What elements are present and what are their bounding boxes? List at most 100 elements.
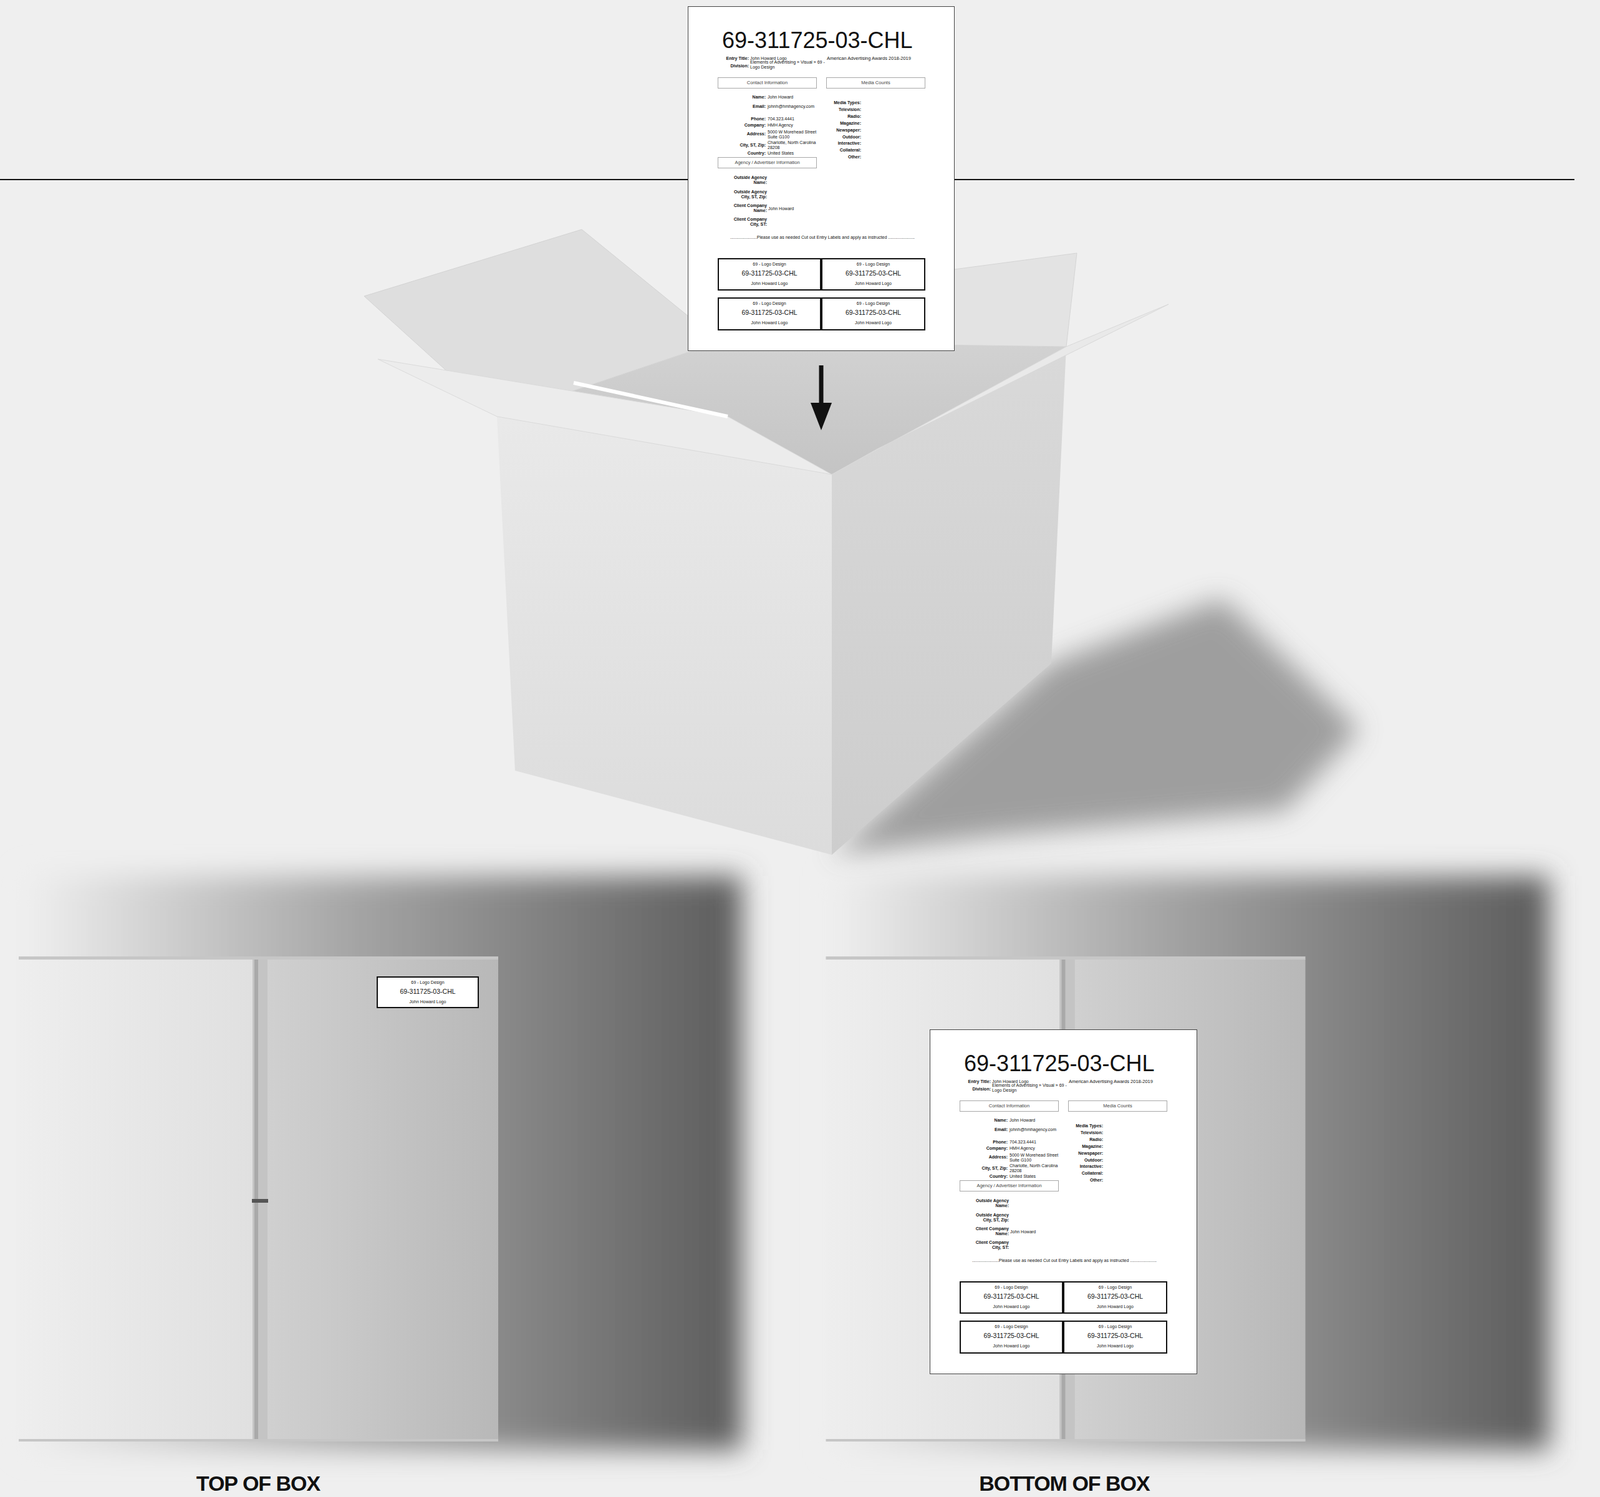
form-text: Division: (694, 63, 749, 69)
label-text: 69-311725-03-CHL (718, 308, 820, 317)
form-text: Client Company Name: (724, 203, 767, 214)
section-header-box: Media Counts (1068, 1100, 1168, 1112)
label-text: John Howard Logo (1064, 1304, 1167, 1310)
label-text: 69-311725-03-CHL (1064, 1331, 1167, 1340)
form-text: Charlotte, North Carolina 28208 (767, 140, 821, 151)
caption: BOTTOM OF BOX (939, 1471, 1190, 1496)
label-text: 69-311725-03-CHL (822, 308, 925, 317)
form-text: Radio: (1048, 1137, 1104, 1143)
form-text: Elements of Advertising » Visual » 69 - … (992, 1083, 1070, 1094)
form-text: ......................Please use as need… (961, 1258, 1168, 1264)
form-text: Address: (942, 1154, 1008, 1160)
label-text: John Howard Logo (960, 1343, 1062, 1349)
section-heading: Contact Information (960, 1101, 1059, 1112)
form-text: Client Company Name: (966, 1226, 1009, 1237)
form-text: Outside Agency Name: (724, 175, 767, 186)
form-text: Name: (700, 94, 766, 100)
form-text: John Howard (768, 206, 822, 212)
box-face (496, 416, 832, 855)
entry-label: 69 - Logo Design69-311725-03-CHLJohn How… (717, 258, 822, 291)
entry-label: 69 - Logo Design69-311725-03-CHLJohn How… (1063, 1320, 1168, 1354)
form-text: Address: (700, 131, 766, 137)
form-text: Outdoor: (806, 134, 862, 140)
form-text: Company: (942, 1146, 1008, 1152)
form-text: Outdoor: (1048, 1157, 1104, 1163)
label-text: 69-311725-03-CHL (377, 987, 478, 996)
form-text: Email: (942, 1127, 1008, 1133)
form-text: Phone: (942, 1139, 1008, 1145)
form-text: HMH Agency (767, 122, 821, 128)
insert-arrow-head (810, 402, 832, 431)
label-text: 69 - Logo Design (1064, 1324, 1167, 1330)
form-text: City, ST, Zip: (700, 142, 766, 148)
form-text: Media Types: (806, 100, 862, 106)
label-text: 69 - Logo Design (718, 301, 820, 307)
form-text: Entry Title: (694, 56, 749, 62)
form-text: 5000 W Morehead Street Suite G100 (767, 129, 821, 140)
entry-label: 69 - Logo Design69-311725-03-CHL John How… (717, 297, 822, 331)
tape-mark (251, 1199, 269, 1203)
label-text: 69 - Logo Design (960, 1285, 1062, 1291)
label-text: 69 - Logo Design (377, 980, 478, 986)
label-text: John Howard Logo (377, 999, 478, 1005)
label-text: John Howard Logo (718, 281, 820, 287)
entry-label: 69 - Logo Design69-311725-03-CHLJohn How… (821, 258, 926, 291)
form-text: City, ST, Zip: (942, 1166, 1008, 1172)
label-text: 69 - Logo Design (718, 261, 820, 267)
box-panel (267, 959, 499, 1441)
form-text: American Advertising Awards 2018-2019 (826, 56, 930, 62)
form-text: Magazine: (1048, 1144, 1104, 1150)
form-text: Country: (942, 1174, 1008, 1180)
section-header-box: Contact Information (717, 77, 817, 89)
form-text: 704.323.4441 (767, 116, 821, 122)
form-text: Television: (1048, 1130, 1104, 1136)
form-text: johnh@hmhagency.com (1009, 1127, 1063, 1133)
box-edge (826, 956, 1306, 960)
form-text: Entry Title: (936, 1079, 991, 1085)
flap-highlight (573, 382, 728, 417)
form-text: United States (767, 150, 821, 156)
label-text: 69 - Logo Design (822, 301, 925, 307)
entry-label: 69 - Logo Design69-311725-03-CHLJohn How… (1063, 1281, 1168, 1314)
label-text: John Howard Logo (718, 320, 820, 326)
form-text: Client Company City, ST: (966, 1240, 1009, 1251)
label-text: 69-311725-03-CHL (1064, 1292, 1167, 1301)
section-header-box: Contact Information (959, 1100, 1059, 1112)
entry-label: 69 - Logo Design69-311725-03-CHL John How… (376, 976, 479, 1009)
form-text: Elements of Advertising » Visual » 69 - … (750, 59, 829, 70)
form-text: Media Types: (1048, 1123, 1104, 1129)
box-edge (826, 1439, 1306, 1442)
box-face (831, 346, 1067, 855)
form-text: Phone: (700, 116, 766, 122)
form-text: Television: (806, 107, 862, 113)
closed-box-bottom (826, 876, 1550, 1450)
form-text: Outside Agency City, ST, Zip: (966, 1212, 1009, 1223)
form-text: Division: (936, 1086, 991, 1092)
label-text: 69-311725-03-CHL (822, 269, 925, 277)
form-text: Company: (700, 122, 766, 128)
form-text: Charlotte, North Carolina 28208 (1009, 1163, 1063, 1174)
label-text: John Howard Logo (822, 281, 925, 287)
section-header-box: Agency / Advertiser Information (959, 1180, 1059, 1192)
form-text: Collateral: (806, 147, 862, 153)
form-text: Interactive: (1048, 1164, 1104, 1170)
box-flap (377, 359, 832, 475)
entry-form-sheet: 69-311725-03-CHL Entry Title: John Howard … (929, 1029, 1198, 1375)
box-panel (18, 959, 253, 1441)
form-text: Outside Agency City, ST, Zip: (724, 189, 767, 200)
form-text: Collateral: (1048, 1171, 1104, 1176)
form-text: John Howard (1010, 1229, 1064, 1235)
closed-box-top (18, 876, 743, 1450)
form-text: Email: (700, 104, 766, 110)
section-heading: Media Counts (1068, 1101, 1167, 1112)
entry-label: 69 - Logo Design69-311725-03-CHLJohn How… (959, 1281, 1064, 1314)
section-header-box: Media Counts (826, 77, 926, 89)
form-text: HMH Agency (1009, 1146, 1063, 1152)
form-text: Magazine: (806, 120, 862, 126)
entry-label: 69 - Logo Design69-311725-03-CHLJohn How… (959, 1320, 1064, 1354)
form-text: Radio: (806, 114, 862, 120)
form-text: Country: (700, 150, 766, 156)
box-edge (18, 956, 499, 960)
form-text: Newspaper: (1048, 1151, 1104, 1157)
label-text: 69 - Logo Design (960, 1324, 1062, 1330)
